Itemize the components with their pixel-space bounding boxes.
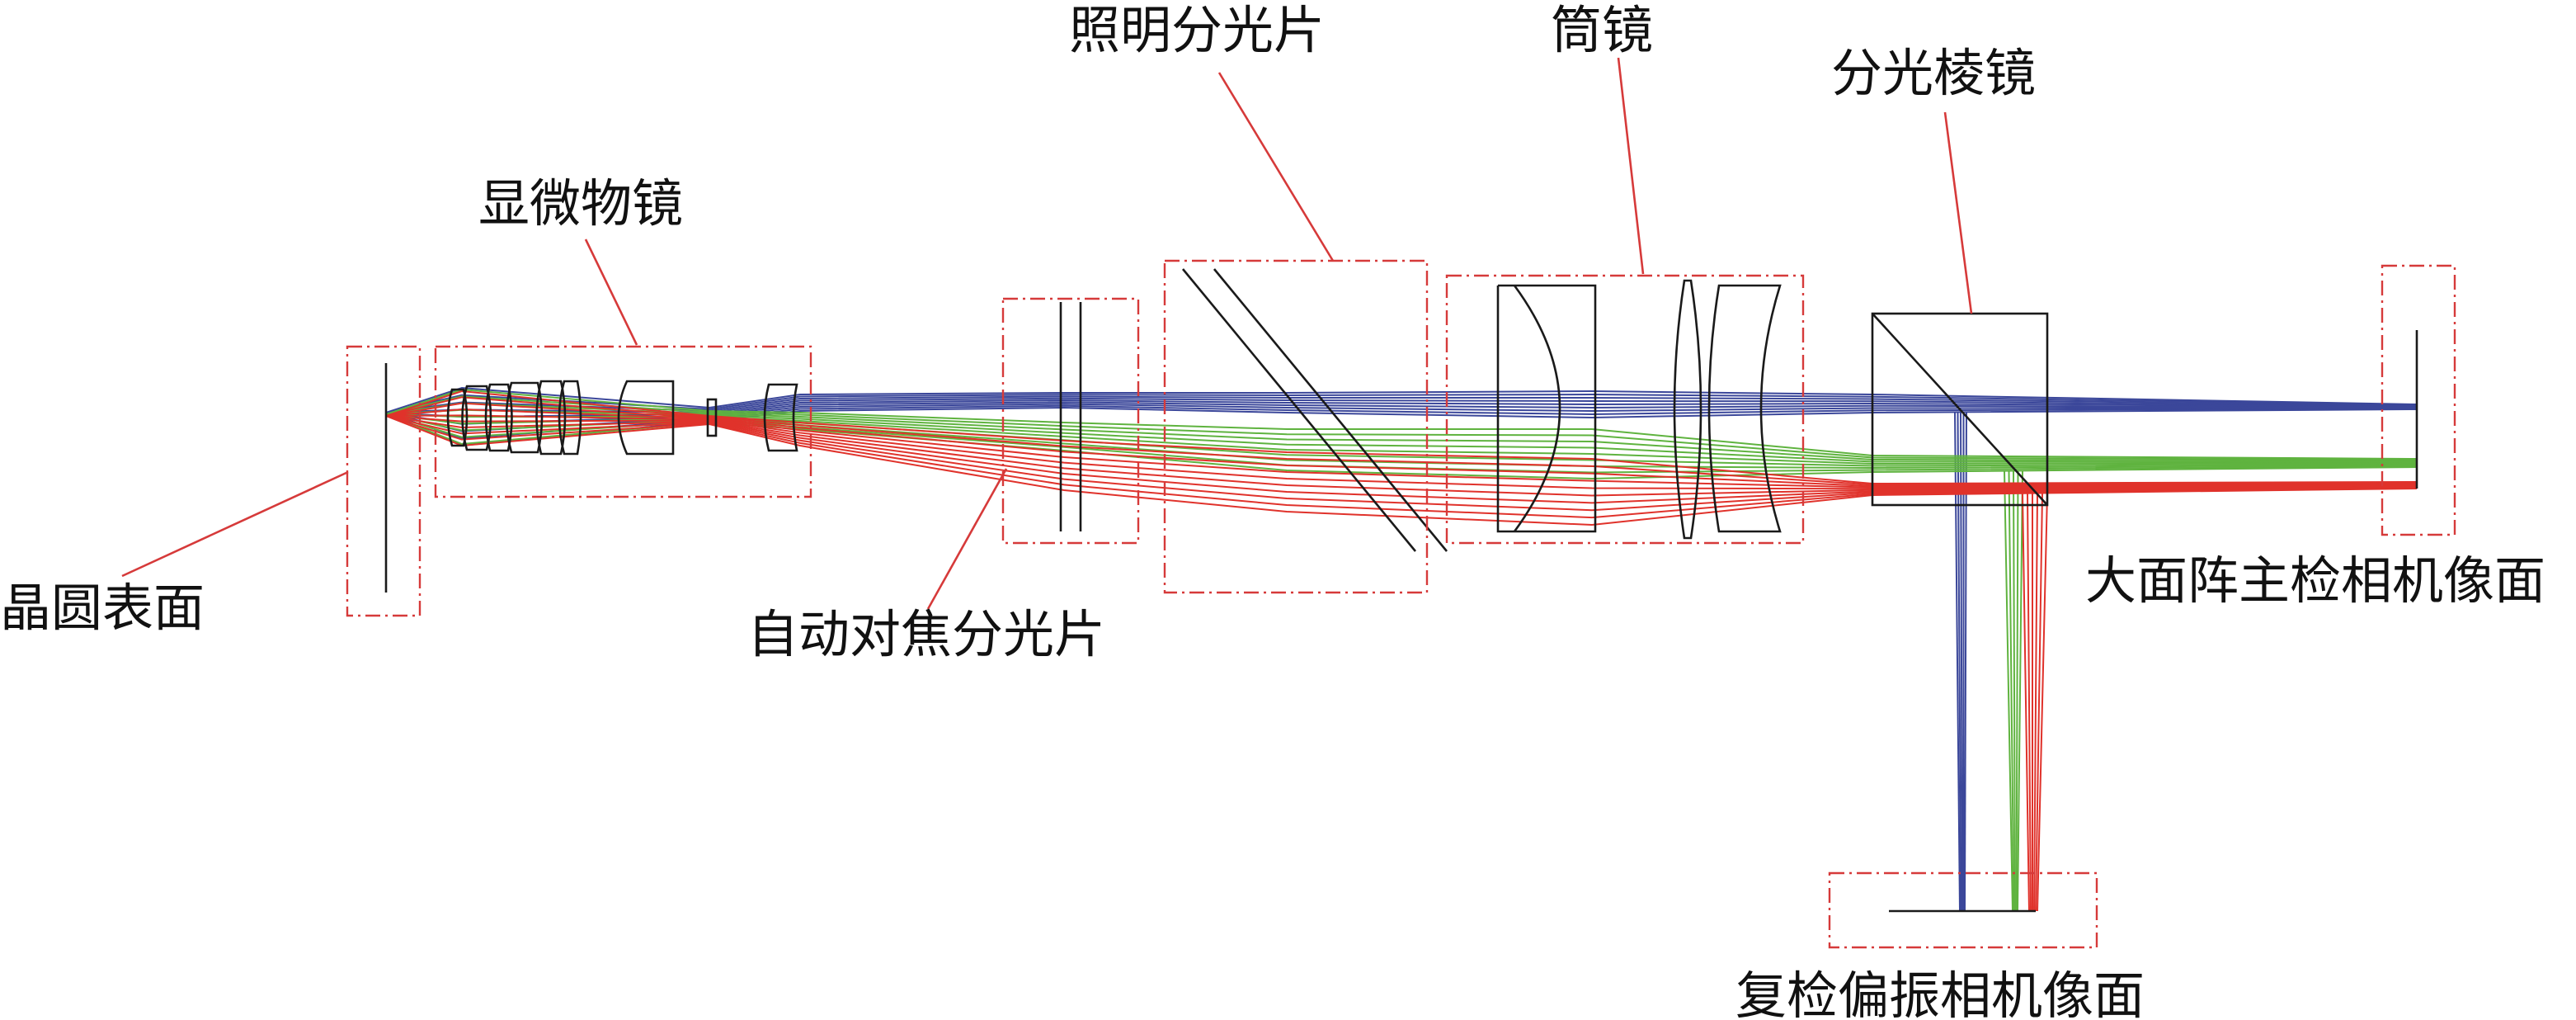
- component-boxes: [346, 259, 2456, 949]
- ray-line: [2022, 493, 2030, 912]
- ray-line: [1954, 412, 1961, 912]
- ray-line: [1957, 412, 1962, 912]
- ray-line: [385, 402, 2418, 488]
- label-recheck-camera-image-plane: 复检偏振相机像面: [1735, 966, 2145, 1020]
- wafer-box: [346, 345, 421, 617]
- beam-splitting-prism: [1871, 312, 2049, 507]
- ray-bundles: [385, 386, 2418, 912]
- illumination-splitter-box: [1163, 259, 1429, 594]
- ray-line: [2033, 493, 2038, 912]
- ray-line: [385, 388, 2418, 460]
- label-wafer-surface: 晶圆表面: [0, 578, 205, 638]
- ray-line: [2015, 470, 2019, 912]
- ray-line: [2004, 470, 2013, 912]
- ray-line: [385, 415, 2418, 519]
- ray-line: [2037, 493, 2048, 912]
- ray-line: [2013, 470, 2016, 912]
- main-camera-box: [2381, 264, 2456, 536]
- recheck-camera-box: [1828, 871, 2098, 949]
- ray-line: [385, 395, 2418, 461]
- label-illumination-splitter: 照明分光片: [1069, 0, 1325, 60]
- objective-box: [434, 345, 812, 498]
- ray-line: [1964, 412, 1967, 912]
- autofocus-splitter-plate: [1059, 302, 1082, 531]
- ray-line: [385, 413, 2418, 470]
- ray-bundle-red: [385, 390, 2418, 912]
- ray-line: [385, 415, 2418, 527]
- ray-line: [385, 408, 2418, 489]
- microscope-objective-lenses: [446, 380, 798, 456]
- ray-line: [385, 413, 2418, 480]
- ray-line: [1960, 412, 1963, 912]
- illumination-splitter-plate: [1181, 268, 1448, 552]
- ray-line: [385, 396, 2418, 486]
- label-main-camera-image-plane: 大面阵主检相机像面: [2085, 550, 2545, 611]
- tube-lens-box: [1445, 274, 1805, 545]
- ray-line: [385, 414, 2418, 490]
- label-autofocus-splitter: 自动对焦分光片: [747, 604, 1105, 664]
- label-splitting-prism: 分光棱镜: [1831, 43, 2036, 103]
- tube-lens-elements: [1496, 279, 1782, 540]
- ray-line: [2017, 470, 2023, 912]
- ray-line: [2008, 470, 2015, 912]
- ray-line: [385, 397, 2418, 414]
- ray-line: [385, 402, 2418, 462]
- ray-line: [385, 415, 2418, 504]
- label-tube-lens: 筒镜: [1551, 0, 1653, 60]
- ray-line: [2035, 493, 2043, 912]
- ray-line: [385, 390, 2418, 485]
- ray-line: [385, 415, 2418, 512]
- ray-line: [2027, 493, 2032, 912]
- ray-line: [385, 415, 2418, 497]
- ray-line: [385, 413, 2418, 474]
- ray-line: [385, 386, 2418, 413]
- label-microscope-objective: 显微物镜: [478, 173, 683, 234]
- autofocus-splitter-box: [1001, 297, 1140, 545]
- ray-line: [385, 395, 2418, 413]
- leader-lines: [121, 57, 1973, 610]
